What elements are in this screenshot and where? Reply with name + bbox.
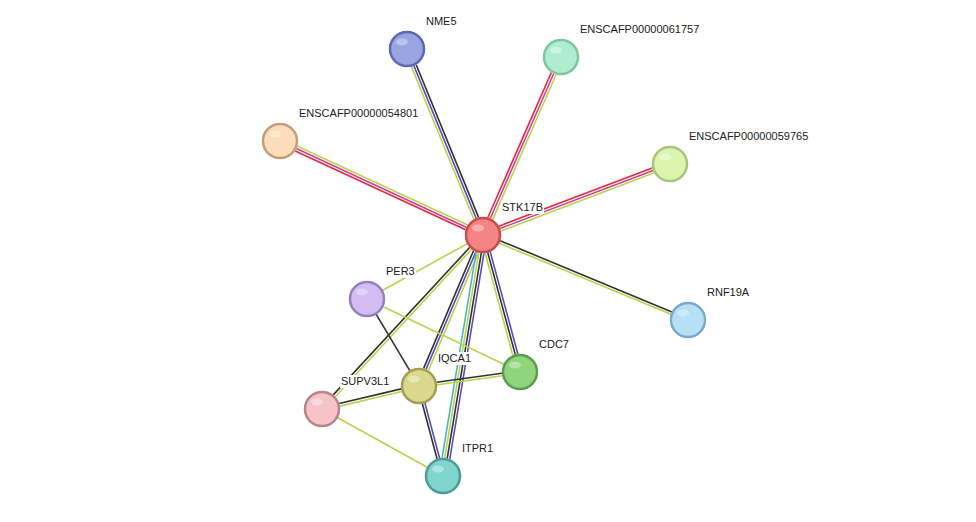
node-circle [424,457,462,495]
evidence-line [383,307,504,364]
node-circle [261,122,299,160]
node-circle [501,353,539,391]
evidence-line [414,66,476,219]
protein-label: ENSCAFP00000054801 [298,107,419,120]
protein-node: STK17B [464,216,502,254]
evidence-line [333,247,470,395]
evidence-line [411,67,473,220]
evidence-line [296,149,466,228]
protein-node: IQCA1 [400,367,438,405]
node-circle [400,367,438,405]
evidence-line [340,391,402,406]
interaction-edge [488,72,556,219]
protein-node: RNF19A [669,301,707,339]
evidence-line [500,241,672,312]
protein-node: ENSCAFP00000061757 [542,38,580,76]
evidence-line [500,170,653,228]
node-circle [348,280,386,318]
evidence-line [297,146,467,225]
evidence-line [338,418,428,468]
interaction-edge [295,146,468,230]
node-circle [651,145,689,183]
protein-node: ITPR1 [424,457,462,495]
evidence-line [485,253,513,355]
node-circle [542,38,580,76]
evidence-line [339,389,401,404]
interaction-edge [437,373,503,385]
node-circle [388,30,426,68]
evidence-line [499,243,671,314]
protein-node: PER3 [348,280,386,318]
protein-label: ENSCAFP00000061757 [579,23,700,36]
protein-node: ENSCAFP00000054801 [261,122,299,160]
evidence-line [422,404,437,459]
evidence-line [501,173,654,231]
protein-node: SUPV3L1 [303,390,341,428]
protein-label: ENSCAFP00000059765 [688,130,809,143]
protein-label: RNF19A [706,286,750,299]
protein-node: CDC7 [501,353,539,391]
interaction-edge [411,65,478,220]
node-circle [464,216,502,254]
evidence-line [499,168,652,226]
protein-label: PER3 [385,265,416,278]
interaction-edge [339,389,402,406]
node-circle [669,301,707,339]
interaction-edge [383,307,504,364]
interaction-edge [499,241,672,315]
interaction-edge [376,314,410,370]
protein-node: ENSCAFP00000059765 [651,145,689,183]
evidence-line [335,249,472,397]
evidence-line [295,151,465,230]
evidence-line [490,252,518,354]
protein-label: CDC7 [538,338,570,351]
protein-label: SUPV3L1 [340,375,390,388]
evidence-line [437,376,502,385]
interaction-edge [333,247,471,396]
evidence-line [376,314,410,370]
protein-label: NME5 [425,15,458,28]
protein-label: STK17B [501,201,544,214]
evidence-line [425,403,440,458]
evidence-line [488,252,516,354]
interaction-edge [499,168,654,231]
evidence-line [490,73,554,218]
protein-label: ITPR1 [461,442,494,455]
evidence-line [488,72,552,217]
evidence-line [493,75,557,220]
interaction-edge [338,418,428,468]
protein-label: IQCA1 [437,352,472,365]
interaction-edge [422,403,439,459]
evidence-line [416,65,478,218]
node-circle [303,390,341,428]
protein-node: NME5 [388,30,426,68]
interaction-edge [485,252,518,356]
